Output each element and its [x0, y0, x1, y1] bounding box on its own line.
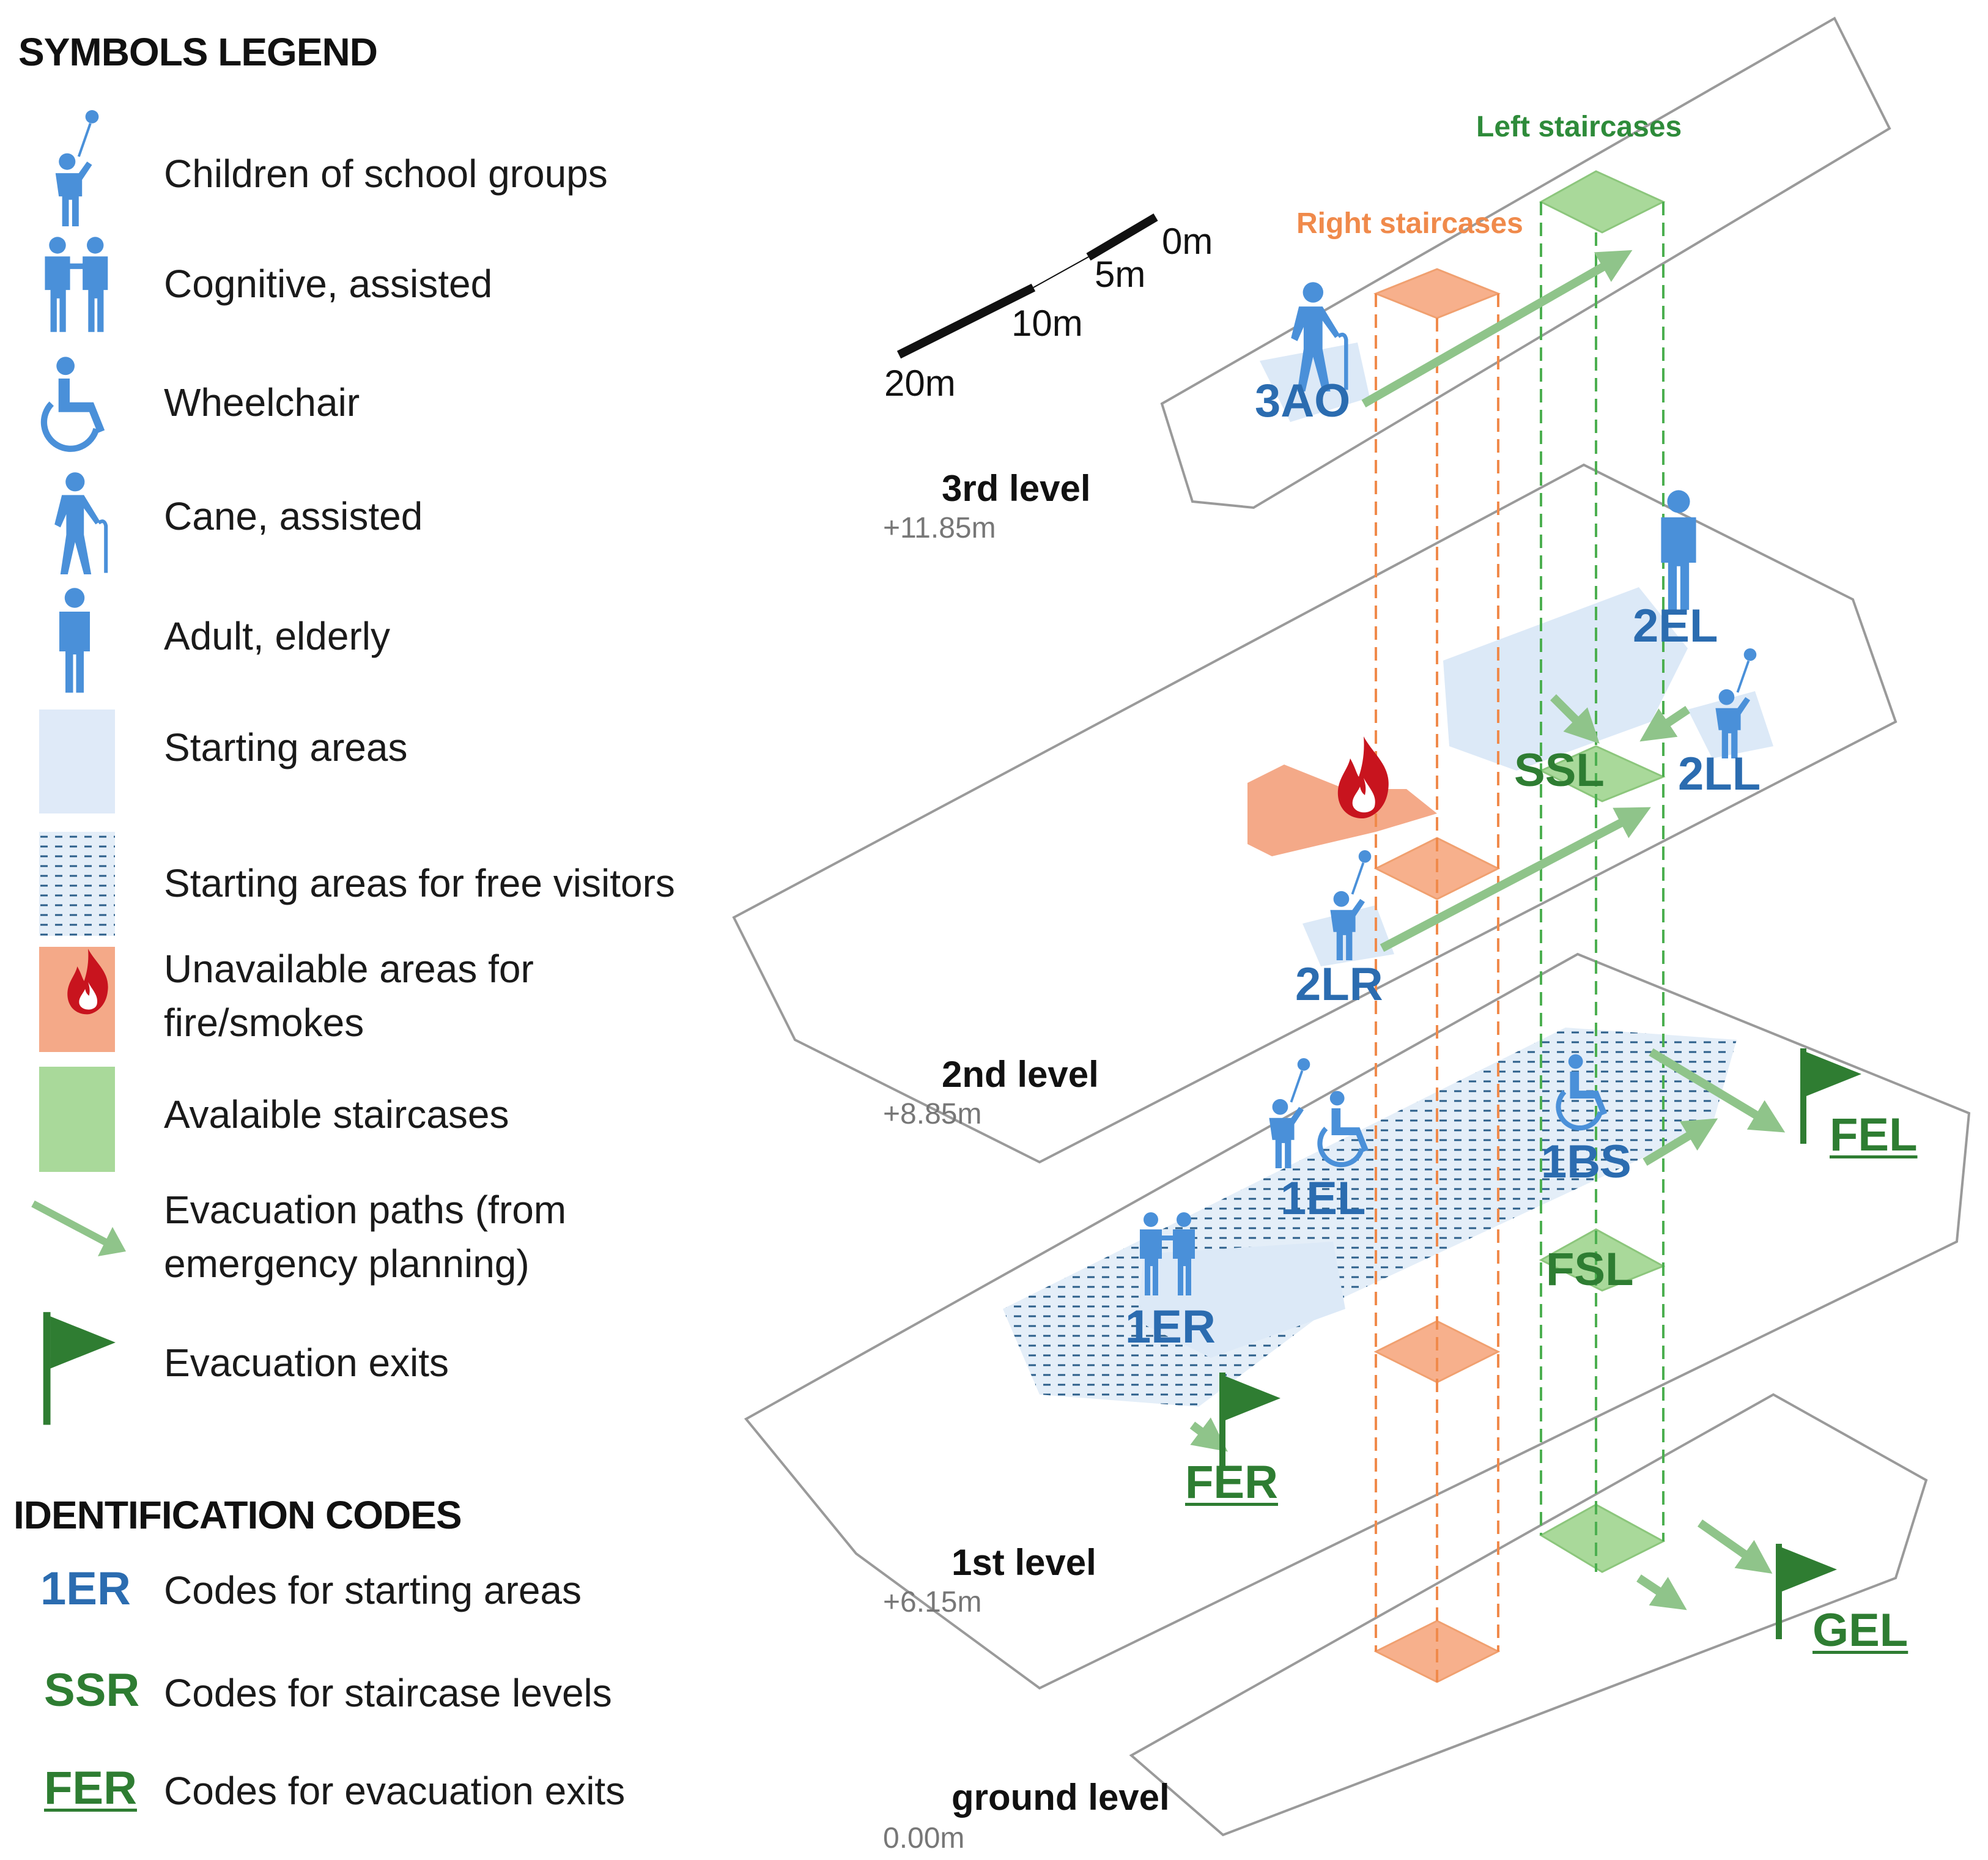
path-2el-to-stairs [1550, 694, 1600, 744]
scale-bar [896, 213, 1158, 359]
path-1bs-to-stairs [1643, 1118, 1718, 1166]
child-1el-icon [1260, 1058, 1315, 1168]
starting-area-2el [1443, 587, 1688, 771]
codes-title: IDENTIFICATION CODES [13, 1493, 462, 1537]
fire-area-2nd [1247, 765, 1437, 856]
legend-label-free-visitors: Starting areas for free visitors [164, 861, 675, 905]
level-height-2nd: +8.85m [883, 1098, 982, 1130]
stair-code-fsl: FSL [1546, 1243, 1634, 1295]
legend-title: SYMBOLS LEGEND [18, 30, 378, 74]
legend-label-cane: Cane, assisted [164, 494, 423, 538]
exit-code-fel: FEL [1830, 1109, 1918, 1161]
wheelchair-1el-icon [1315, 1089, 1382, 1168]
legend-label-paths-1: Evacuation paths (from [164, 1188, 567, 1232]
child-2ll-icon [1706, 648, 1761, 758]
level-name-ground: ground level [952, 1777, 1170, 1818]
area-code-1er: 1ER [1125, 1301, 1216, 1353]
wheelchair-1bs-icon [1553, 1052, 1620, 1132]
legend-label-starting: Starting areas [164, 725, 408, 769]
level-height-3rd: +11.85m [883, 512, 996, 544]
code-label-exit: Codes for evacuation exits [164, 1769, 626, 1813]
code-example-stair: SSR [44, 1664, 140, 1716]
exit-code-fer: FER [1185, 1456, 1278, 1508]
exit-code-gel: GEL [1812, 1604, 1909, 1656]
area-code-1bs: 1BS [1541, 1136, 1631, 1188]
floor-plate-ground [1129, 1393, 1928, 1837]
legend-label-wheelchair: Wheelchair [164, 380, 360, 424]
evacuation-paths [1189, 250, 1786, 1610]
scale-label-5m: 5m [1095, 254, 1146, 295]
fire-area-swatch [39, 947, 115, 1052]
child-2lr-icon [1321, 850, 1376, 960]
level-name-3rd: 3rd level [942, 468, 1091, 509]
area-code-1el: 1EL [1280, 1173, 1366, 1225]
area-code-2lr: 2LR [1295, 958, 1383, 1010]
scale-label-10m: 10m [1011, 303, 1083, 344]
path-1st-to-fel [1649, 1048, 1786, 1133]
left-staircases [1539, 170, 1666, 1573]
code-example-start: 1ER [40, 1563, 131, 1615]
level-name-2nd: 2nd level [942, 1054, 1099, 1095]
area-code-3ao: 3AO [1255, 375, 1351, 427]
area-code-2el: 2EL [1633, 600, 1718, 652]
path-2lr-to-stairs [1380, 807, 1651, 952]
area-code-2ll: 2LL [1678, 748, 1761, 800]
staircase-swatch [39, 1067, 115, 1172]
area-code-ssl: SSL [1514, 744, 1605, 796]
left-staircases-label: Left staircases [1476, 111, 1682, 143]
legend-label-fire-1: Unavailable areas for [164, 947, 534, 991]
path-ground-to-gel [1697, 1519, 1773, 1574]
code-example-exit: FER [44, 1762, 137, 1814]
right-staircase-guides [1375, 294, 1499, 1682]
legend-label-children: Children of school groups [164, 152, 608, 196]
path-2ll-to-stairs [1639, 706, 1690, 742]
path-1er-to-fer [1189, 1417, 1228, 1452]
code-label-stair: Codes for staircase levels [164, 1671, 612, 1715]
legend-label-cognitive: Cognitive, assisted [164, 262, 493, 306]
code-label-start: Codes for starting areas [164, 1568, 582, 1612]
scale-label-20m: 20m [884, 363, 956, 404]
legend-label-fire-2: fire/smokes [164, 1001, 364, 1045]
fire-icon-2nd [1333, 734, 1394, 820]
legend-label-staircases: Avalaible staircases [164, 1092, 509, 1136]
starting-area-3ao [1260, 343, 1370, 422]
stair-right-1st [1373, 1320, 1501, 1384]
dashed-starting-area-swatch [39, 832, 115, 936]
exit-flag-fer-icon [1217, 1370, 1284, 1468]
legend-label-exits: Evacuation exits [164, 1341, 449, 1385]
two-people-1er-icon [1131, 1211, 1205, 1297]
level-height-1st: +6.15m [883, 1586, 982, 1618]
adult-person-2el-icon [1651, 489, 1706, 612]
level-height-ground: 0.00m [883, 1822, 965, 1854]
path-ground-exit [1636, 1574, 1687, 1610]
legend-label-adult: Adult, elderly [164, 614, 390, 658]
evacuation-arrow-icon [24, 1193, 135, 1266]
floor-plate-3rd [1160, 17, 1891, 509]
scale-label-0m: 0m [1162, 221, 1213, 262]
level-name-1st: 1st level [952, 1542, 1096, 1583]
right-staircases-label: Right staircases [1296, 207, 1523, 240]
starting-area-swatch [39, 710, 115, 813]
path-3ao-to-stairs [1361, 250, 1633, 408]
legend-label-paths-2: emergency planning) [164, 1242, 530, 1286]
